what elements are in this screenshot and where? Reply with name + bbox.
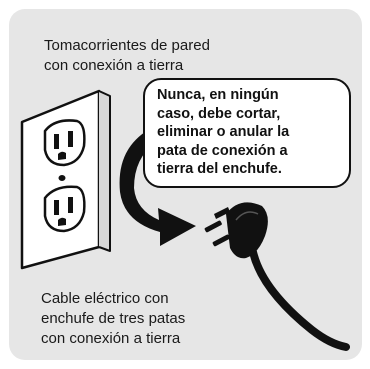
plug-label: Cable eléctrico con enchufe de tres pata… (41, 290, 186, 347)
grounded-plug-icon (204, 202, 268, 259)
curved-arrow-icon (119, 130, 196, 246)
outlet-label: Tomacorrientes de pared con conexión a t… (44, 37, 210, 74)
wall-outlet-icon (20, 89, 111, 270)
lower-receptacle (43, 185, 86, 233)
warning-text: Nunca, en ningún caso, debe cortar, elim… (157, 87, 290, 177)
warning-callout: Nunca, en ningún caso, debe cortar, elim… (143, 78, 351, 188)
power-cord-icon (249, 248, 350, 351)
upper-receptacle (43, 119, 86, 167)
